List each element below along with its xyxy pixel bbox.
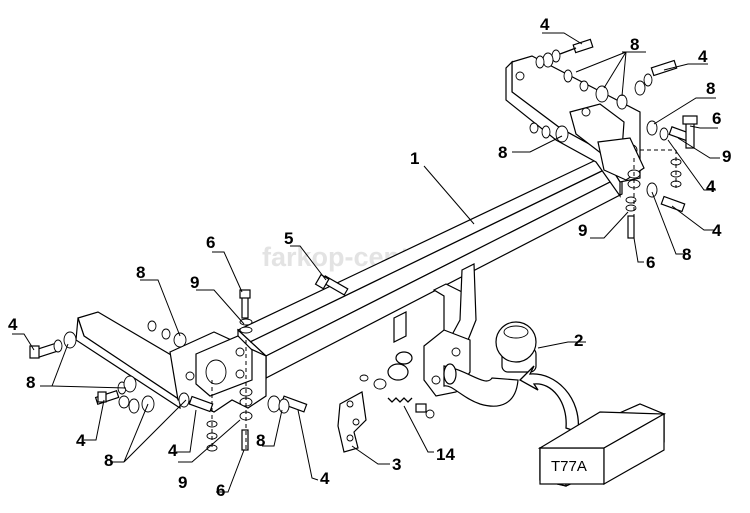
callout-6: 6 [646,253,655,272]
callout-8: 8 [706,79,715,98]
callout-8: 8 [498,143,507,162]
callout-numbers: 4 8 4 8 6 9 4 8 1 9 4 6 8 6 5 8 9 4 8 4 … [8,15,731,500]
product-box-side [603,412,665,486]
callout-8: 8 [682,245,691,264]
right-bracket-fasteners [529,38,698,239]
callout-8: 8 [26,373,35,392]
callout-3: 3 [392,455,401,474]
product-box-label: T77A [551,458,587,475]
callout-4: 4 [706,177,716,196]
socket-plate-3 [337,374,387,453]
callout-9: 9 [578,221,587,240]
left-bracket-fasteners [29,289,308,452]
callout-8: 8 [630,35,639,54]
curved-arrow [518,365,579,433]
callout-4: 4 [168,441,178,460]
spring-bolt-14 [387,397,435,419]
callout-9: 9 [722,147,731,166]
callout-6: 6 [216,481,225,500]
left-side-bracket [75,311,267,413]
callout-2: 2 [574,331,583,350]
leader-lines [12,32,720,493]
callout-14: 14 [436,445,455,464]
callout-4: 4 [698,47,708,66]
callout-6: 6 [206,233,215,252]
callout-4: 4 [712,221,722,240]
tow-ball-2 [387,321,537,407]
callout-4: 4 [76,431,86,450]
callout-5: 5 [284,229,293,248]
callout-8: 8 [136,263,145,282]
callout-4: 4 [8,315,18,334]
bolt-5 [314,273,349,296]
callout-9: 9 [190,273,199,292]
callout-4: 4 [540,15,550,34]
callout-4: 4 [320,469,330,488]
callout-6: 6 [712,109,721,128]
callout-8: 8 [256,431,265,450]
callout-1: 1 [410,149,419,168]
callout-9: 9 [178,473,187,492]
callout-8: 8 [104,451,113,470]
